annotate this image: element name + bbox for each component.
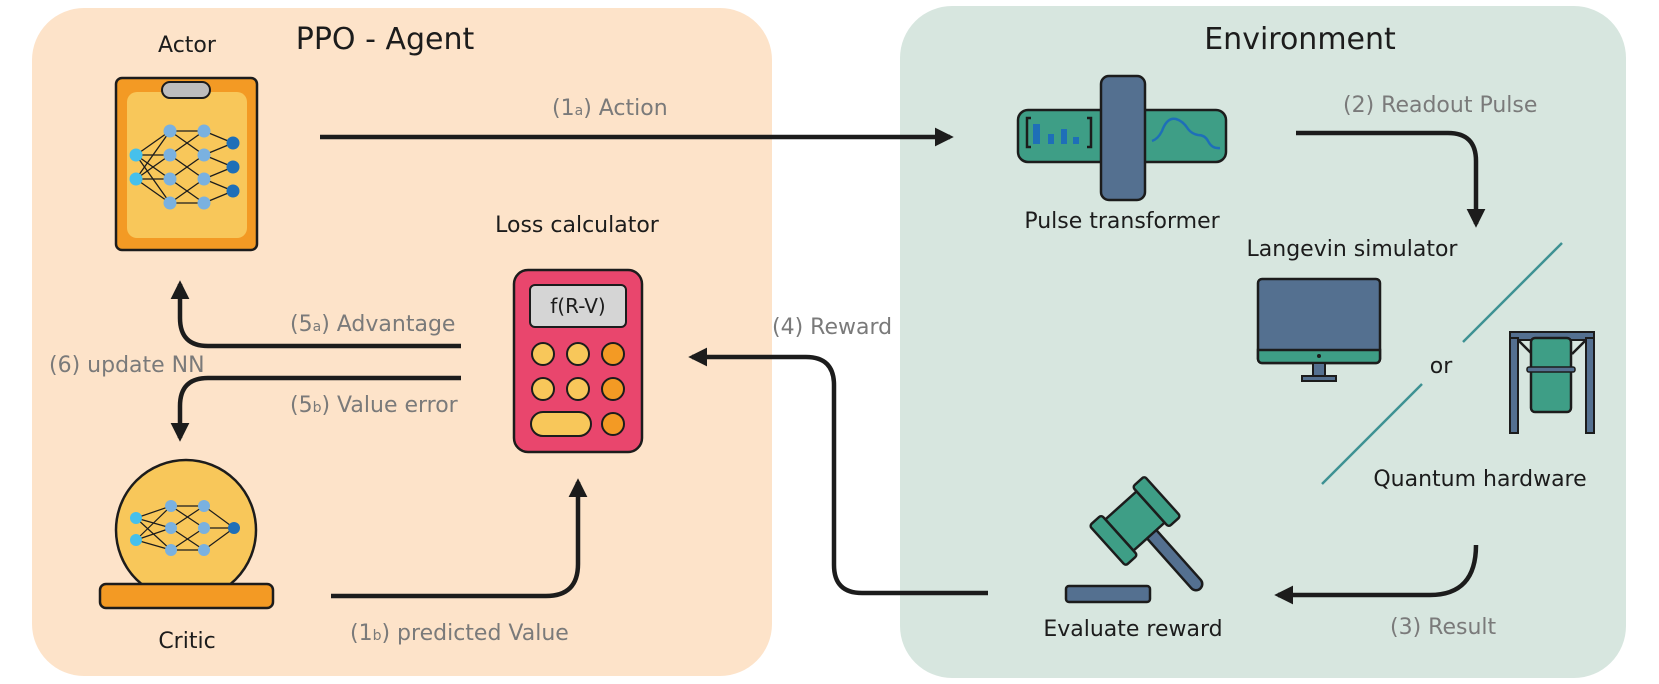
loss-function-text: f(R-V): [550, 294, 605, 318]
environment-panel-title: Environment: [1204, 22, 1396, 57]
value-error-arrow: [170, 375, 461, 442]
neural-network-icon: [130, 500, 240, 556]
predicted-value-label: (1b) predicted Value: [350, 621, 569, 646]
quantum-hardware-label: Quantum hardware: [1373, 467, 1586, 492]
critic-label: Critic: [158, 629, 215, 654]
or-divider-line: [1321, 383, 1423, 485]
or-divider-line: [1462, 242, 1563, 343]
action-label: (1a) Action: [552, 96, 668, 121]
reward-label: (4) Reward: [772, 315, 892, 340]
neural-network-icon: [129, 124, 240, 210]
advantage-arrow: [170, 280, 461, 349]
pulse-transformer-label: Pulse transformer: [1024, 209, 1220, 234]
agent-panel-title: PPO - Agent: [296, 22, 475, 57]
readout-pulse-arrow: [1296, 130, 1486, 228]
actor-icon: [114, 76, 259, 252]
calculator-icon: [512, 268, 644, 454]
loss-calculator-label: Loss calculator: [495, 213, 660, 238]
actor-label: Actor: [158, 33, 217, 58]
pulse-transformer-icon: [1016, 74, 1228, 202]
quantum-hardware-icon: [1509, 331, 1595, 434]
gavel-icon: [1064, 476, 1204, 604]
update-nn-label: (6) update NN: [49, 353, 205, 378]
monitor-icon: [1256, 277, 1382, 382]
critic-icon: [98, 458, 275, 610]
result-arrow: [1274, 544, 1479, 605]
readout-pulse-label: (2) Readout Pulse: [1343, 93, 1537, 118]
evaluate-reward-label: Evaluate reward: [1043, 617, 1222, 642]
or-text: or: [1430, 354, 1453, 379]
reward-arrow: [688, 347, 988, 596]
langevin-simulator-label: Langevin simulator: [1247, 237, 1459, 262]
value-error-label: (5b) Value error: [290, 393, 459, 418]
result-label: (3) Result: [1390, 615, 1497, 640]
predicted-value-arrow: [331, 478, 588, 599]
advantage-label: (5a) Advantage: [290, 312, 455, 337]
